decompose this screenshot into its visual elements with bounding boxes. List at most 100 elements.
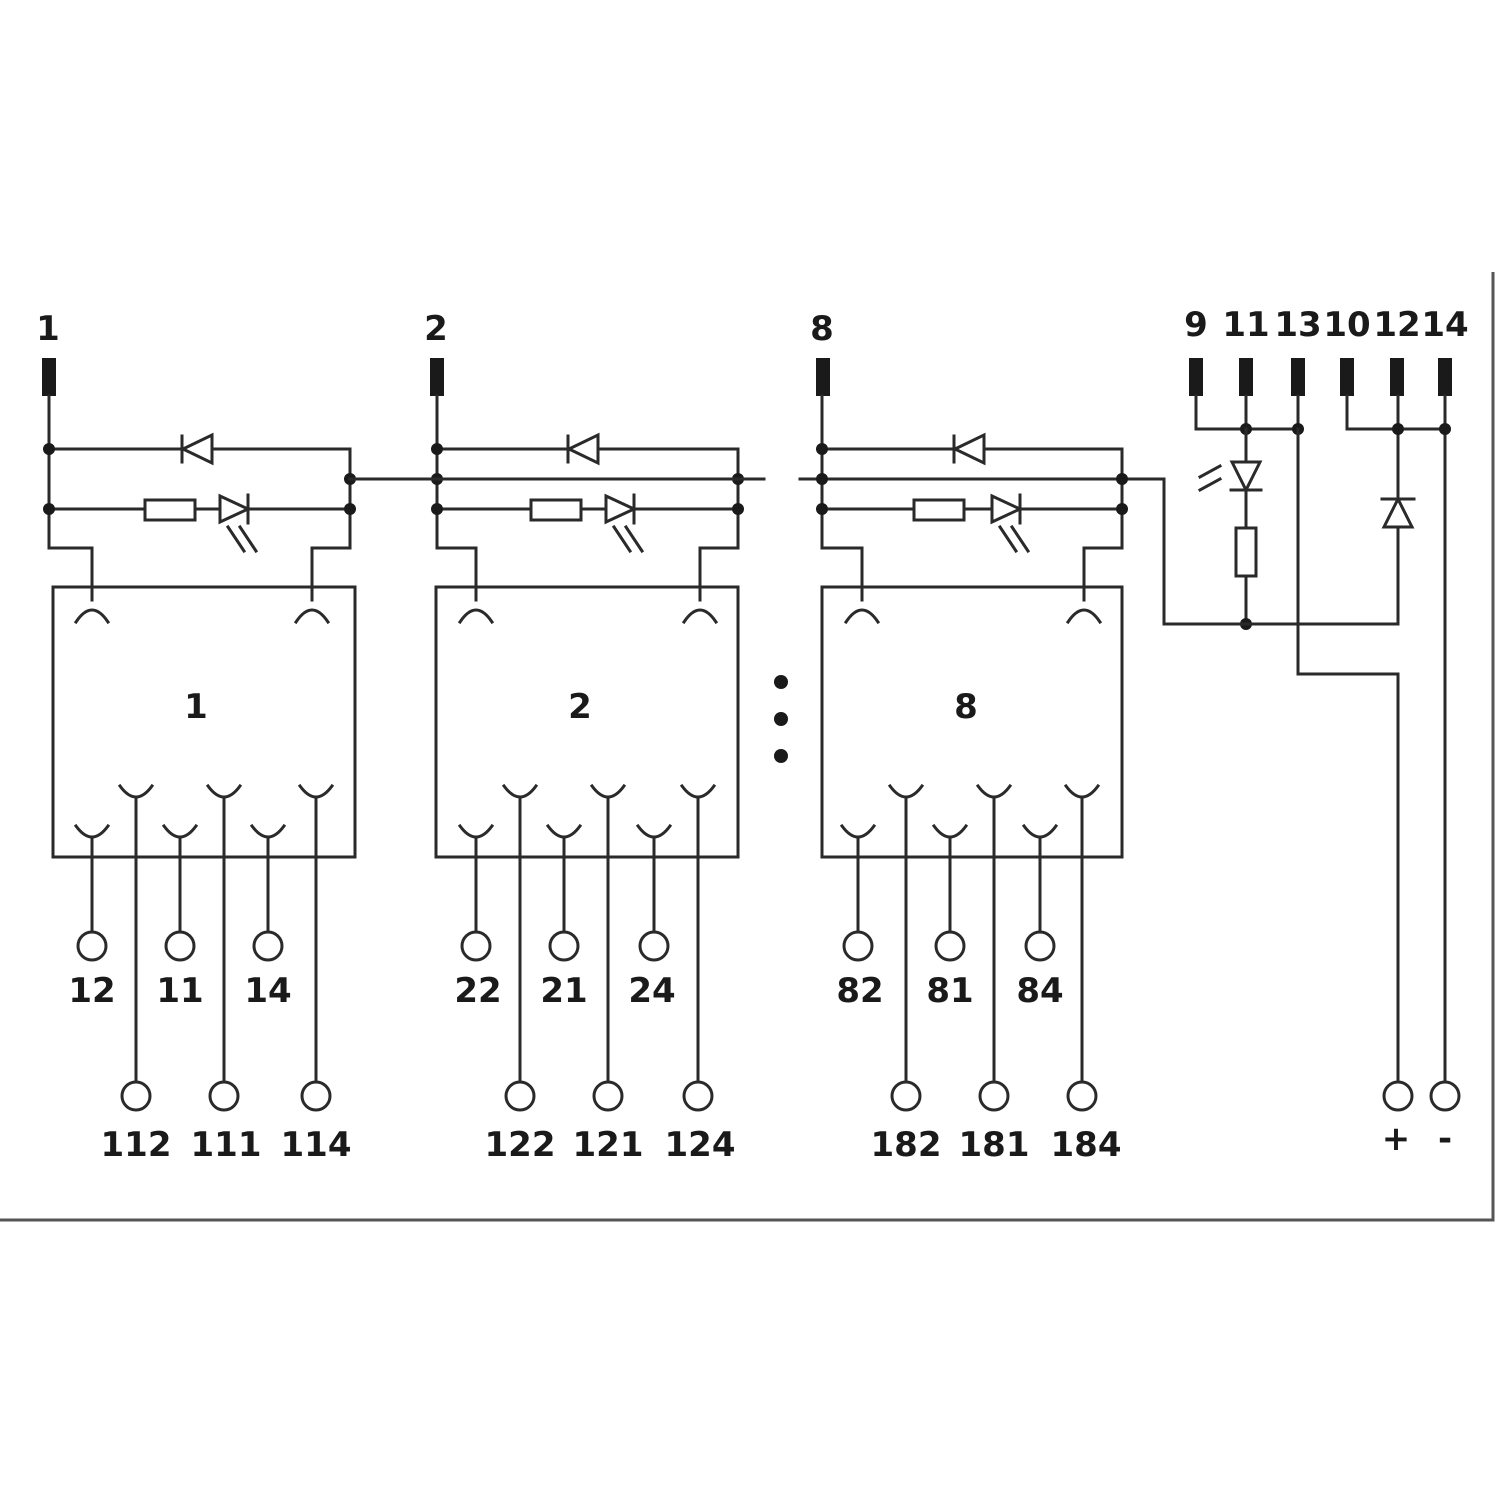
terminal (120, 1080, 152, 1112)
terminal (548, 930, 580, 962)
contact-icon (887, 783, 925, 799)
contact-icon (839, 823, 877, 839)
supply-pin-label: 13 (1274, 305, 1321, 345)
terminal (460, 930, 492, 962)
junction-dot (816, 473, 828, 485)
terminal (890, 1080, 922, 1112)
channel-8: 8 8 (810, 309, 1128, 1165)
terminal (164, 930, 196, 962)
led-icon (218, 493, 259, 554)
contact-icon (293, 608, 331, 625)
supply-terminal-label: - (1438, 1119, 1452, 1159)
input-label-1: 1 (36, 309, 60, 349)
contact-icon (249, 823, 287, 839)
terminal (504, 1080, 536, 1112)
diode-icon (951, 432, 986, 466)
channel-1: 1 1 (36, 309, 357, 1165)
contact-icon (679, 783, 717, 799)
relay-box-8 (820, 585, 1124, 859)
contact-icon (635, 823, 673, 839)
supply-pin (1189, 358, 1203, 396)
led-icon (1197, 460, 1263, 494)
terminal (638, 930, 670, 962)
supply-pin (1438, 358, 1452, 396)
supply-terminal-label: + (1382, 1119, 1411, 1159)
terminal-label: 22 (454, 971, 501, 1011)
terminal-label: 112 (101, 1125, 172, 1165)
resistor-icon (912, 498, 966, 522)
supply-pin (1340, 358, 1354, 396)
terminal (842, 930, 874, 962)
terminal (208, 1080, 240, 1112)
terminal (76, 930, 108, 962)
input-pin-8 (816, 358, 830, 396)
diode-icon (565, 432, 600, 466)
terminal-label: 82 (836, 971, 883, 1011)
contact-icon (73, 608, 111, 625)
input-pin-1 (42, 358, 56, 396)
contact-icon (1063, 783, 1101, 799)
junction-dot (1392, 423, 1404, 435)
contact-icon (589, 783, 627, 799)
supply-section: 9 11 13 10 12 14 (1160, 305, 1469, 1159)
supply-pin-label: 12 (1373, 305, 1420, 345)
terminal-label: 12 (68, 971, 115, 1011)
terminal-label: 184 (1051, 1125, 1122, 1165)
input-label-8: 8 (810, 309, 834, 349)
contact-icon (297, 783, 335, 799)
supply-pin-label: 11 (1222, 305, 1269, 345)
terminal (300, 1080, 332, 1112)
junction-dot (1116, 473, 1128, 485)
supply-terminal-plus (1382, 1080, 1414, 1112)
contact-icon (681, 608, 719, 625)
terminal-label: 84 (1016, 971, 1063, 1011)
terminal-label: 181 (959, 1125, 1030, 1165)
terminal-label: 24 (628, 971, 675, 1011)
diode-icon (1380, 495, 1416, 529)
terminal-label: 122 (485, 1125, 556, 1165)
terminal-label: 21 (540, 971, 587, 1011)
contact-icon (931, 823, 969, 839)
led-icon (990, 493, 1031, 554)
junction-dot (43, 443, 55, 455)
supply-pin (1239, 358, 1253, 396)
contact-icon (73, 823, 111, 839)
terminal-label: 111 (191, 1125, 262, 1165)
led-icon (604, 493, 645, 554)
terminal (252, 930, 284, 962)
terminal-label: 124 (665, 1125, 736, 1165)
junction-dot (344, 503, 356, 515)
relay-label-8: 8 (954, 687, 978, 727)
contact-icon (457, 823, 495, 839)
junction-dot (816, 443, 828, 455)
supply-pin (1390, 358, 1404, 396)
diagram-frame (0, 272, 1495, 1222)
resistor-icon (1234, 526, 1258, 578)
supply-terminal-minus (1429, 1080, 1461, 1112)
terminal (978, 1080, 1010, 1112)
relay-label-1: 1 (184, 687, 208, 727)
junction-dot (431, 443, 443, 455)
contact-icon (457, 608, 495, 625)
supply-pin-label: 10 (1323, 305, 1370, 345)
junction-dot (732, 503, 744, 515)
input-label-2: 2 (424, 309, 448, 349)
terminal-label: 81 (926, 971, 973, 1011)
junction-dot (1439, 423, 1451, 435)
contact-icon (205, 783, 243, 799)
contact-icon (117, 783, 155, 799)
terminal-label: 11 (156, 971, 203, 1011)
input-pin-2 (430, 358, 444, 396)
contact-icon (843, 608, 881, 625)
channel-2: 2 2 (424, 309, 744, 1165)
terminal-label: 14 (244, 971, 291, 1011)
resistor-icon (143, 498, 197, 522)
supply-pin-label: 9 (1184, 305, 1208, 345)
junction-dot (43, 503, 55, 515)
contact-icon (161, 823, 199, 839)
relay-label-2: 2 (568, 687, 592, 727)
relay-box-1 (51, 585, 357, 859)
supply-pin-label: 14 (1421, 305, 1468, 345)
contact-icon (1021, 823, 1059, 839)
